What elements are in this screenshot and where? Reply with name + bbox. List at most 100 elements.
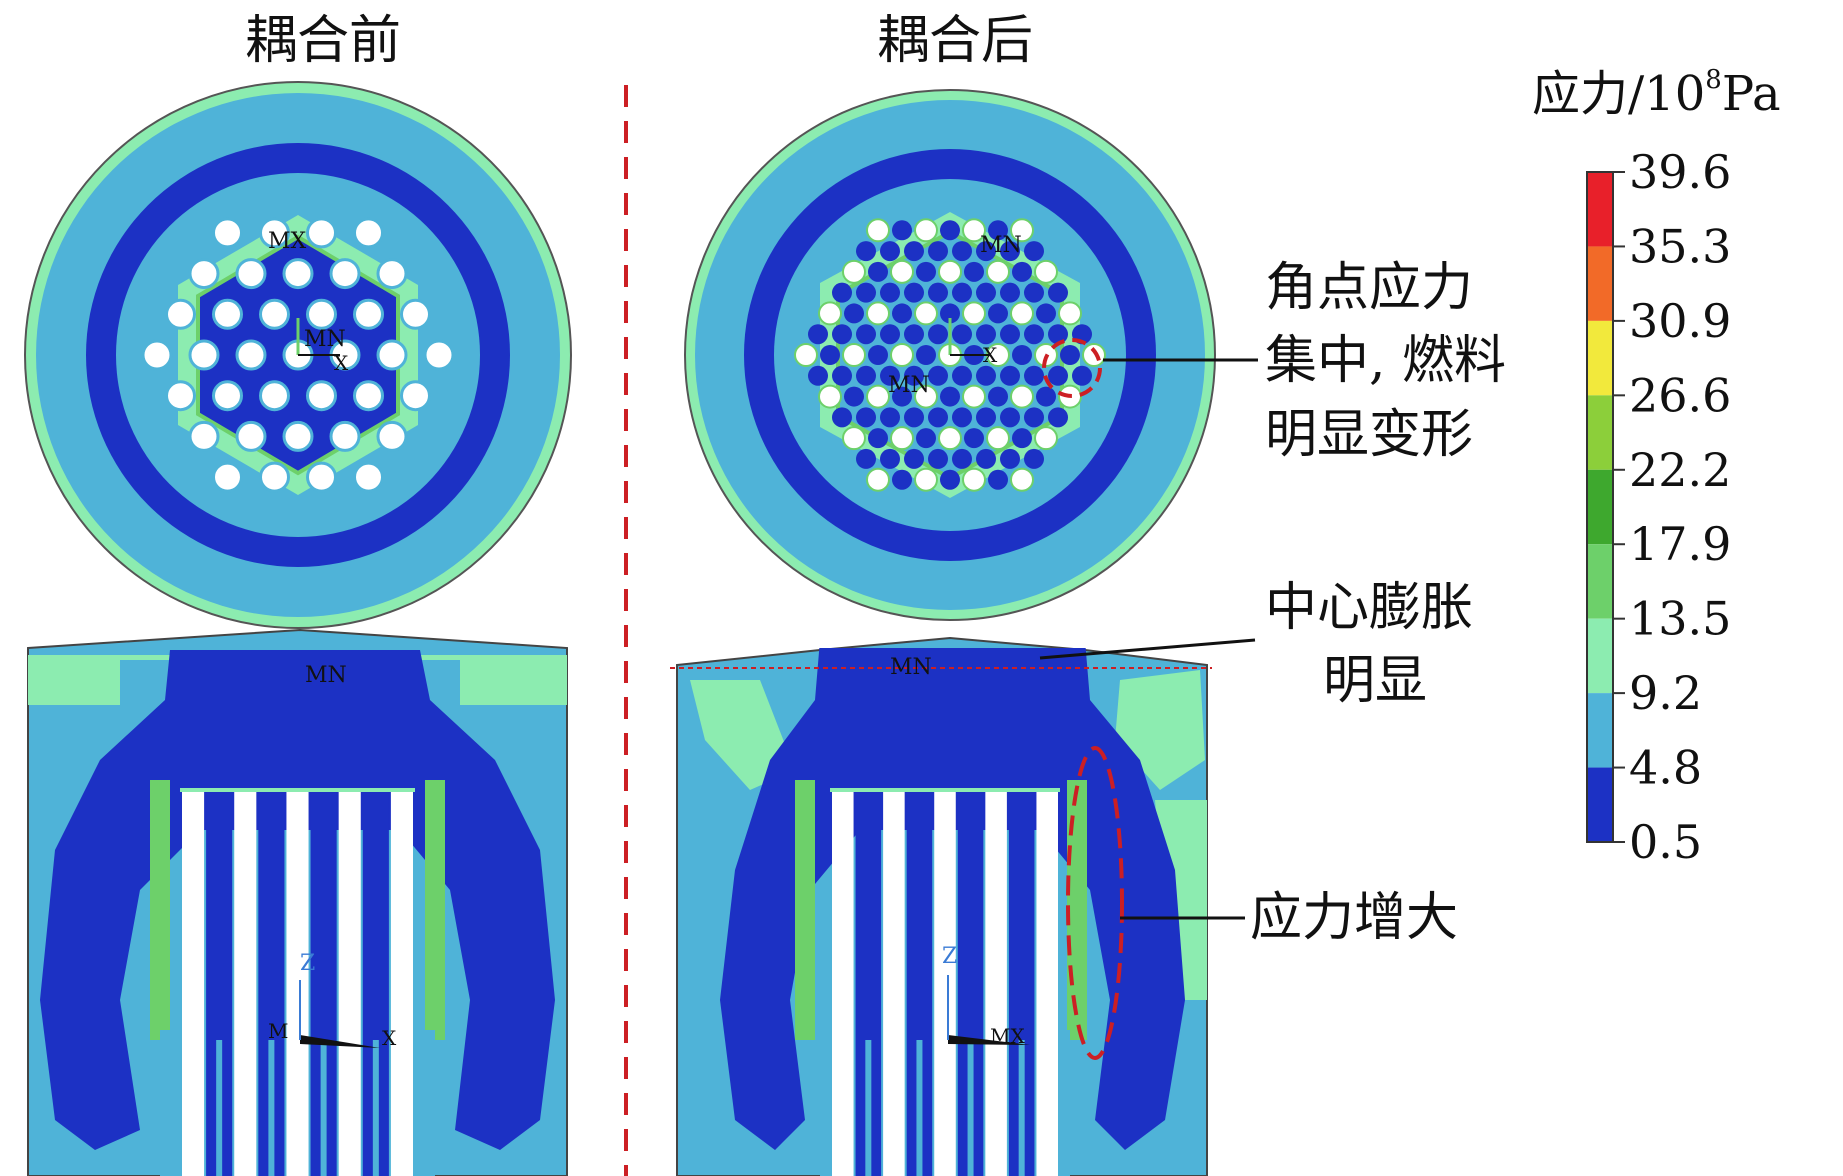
fuel-hole — [259, 461, 290, 493]
legend-tick-label: 26.6 — [1629, 368, 1731, 422]
coolant-channel — [952, 407, 972, 428]
fuel-hole — [188, 339, 220, 371]
annotation-corner-line-3: 明显变形 — [1265, 405, 1473, 465]
fuel-hole — [259, 298, 290, 330]
fuel-hole — [282, 420, 314, 452]
coolant-channel — [832, 365, 852, 386]
fuel-rod — [286, 790, 309, 1176]
coolant-channel — [976, 282, 996, 303]
marker-x-after: X — [983, 343, 998, 367]
coolant-channel — [1048, 365, 1068, 386]
rod-gap-center — [268, 1040, 275, 1176]
marker-z-after: Z — [942, 944, 957, 969]
fuel-hole — [259, 380, 290, 412]
fuel-hole — [306, 298, 337, 330]
fuel-hole — [329, 420, 361, 452]
fuel-rod — [234, 790, 257, 1176]
title-before-coupling: 耦合前 — [245, 11, 401, 71]
fuel-hole — [306, 380, 337, 412]
annotation-center-line-1: 中心膨胀 — [1265, 578, 1473, 638]
coolant-channel — [964, 428, 984, 449]
marker-x-before: X — [334, 351, 349, 375]
fuel-hole — [188, 258, 220, 290]
fuel-hole — [353, 217, 384, 249]
fuel-hole — [938, 259, 962, 284]
fuel-rod — [182, 790, 205, 1176]
axis-triad-before — [299, 980, 380, 1048]
fuel-hole — [1034, 426, 1058, 451]
fuel-hole — [306, 217, 337, 249]
fuel-hole — [212, 217, 243, 249]
coolant-channel — [820, 345, 840, 365]
legend-tick-labels: 39.635.330.926.622.217.913.59.24.80.5 — [1629, 145, 1731, 869]
fuel-hole — [329, 258, 361, 290]
coolant-channel — [880, 407, 900, 428]
fuel-hole — [212, 298, 243, 330]
legend-color-segment — [1587, 767, 1613, 842]
coolant-channel — [976, 448, 996, 469]
coolant-channel — [1024, 241, 1044, 262]
fuel-hole — [353, 461, 384, 493]
fuel-holes-before — [141, 217, 455, 493]
legend-color-segment — [1587, 469, 1613, 545]
fuel-hole — [1034, 259, 1058, 284]
fuel-hole — [353, 298, 384, 330]
coolant-channel — [868, 261, 888, 282]
fuel-rod — [832, 790, 854, 1176]
fuel-hole — [400, 298, 431, 330]
fuel-rod — [883, 790, 905, 1176]
coolant-channel — [928, 365, 948, 386]
coolant-channel — [904, 365, 924, 386]
coolant-channel — [1048, 407, 1068, 428]
corner-stress-circle — [1042, 338, 1102, 398]
fuel-hole — [376, 420, 408, 452]
fuel-hole — [818, 301, 842, 326]
legend-color-segment — [1587, 246, 1613, 321]
coolant-channel — [1036, 386, 1056, 407]
coolant-channel — [856, 365, 876, 386]
coolant-channel — [940, 220, 960, 241]
coolant-channel — [1048, 324, 1068, 345]
fuel-rods-before — [180, 788, 415, 1176]
fuel-hole — [890, 343, 914, 367]
legend-color-segment — [1587, 693, 1613, 768]
coolant-channel — [988, 303, 1008, 324]
coolant-channel — [904, 407, 924, 428]
coolant-channel — [928, 324, 948, 345]
coolant-channel — [1000, 282, 1020, 303]
fuel-hole — [914, 301, 938, 326]
coolant-channel — [880, 282, 900, 303]
coolant-channel — [1012, 345, 1032, 365]
legend-color-segment — [1587, 544, 1613, 619]
coolant-channel — [1024, 324, 1044, 345]
fuel-hole — [353, 380, 384, 412]
coolant-channel — [916, 261, 936, 282]
coolant-channel — [832, 324, 852, 345]
annotation-stress-increase: 应力增大 — [1250, 888, 1458, 948]
coolant-channel — [892, 303, 912, 324]
coolant-channel — [1024, 365, 1044, 386]
marker-mn-bottom-before: MN — [305, 663, 347, 688]
fuel-hole — [914, 218, 938, 243]
fuel-hole — [986, 259, 1010, 284]
fuel-hole — [842, 426, 866, 451]
coolant-channel — [832, 282, 852, 303]
legend-tick-label: 35.3 — [1629, 219, 1731, 273]
coolant-channel — [952, 282, 972, 303]
coolant-channel — [952, 241, 972, 262]
coolant-channel — [844, 386, 864, 407]
fuel-hole — [890, 259, 914, 284]
coolant-channel — [1012, 428, 1032, 449]
legend-tick-label: 13.5 — [1629, 592, 1731, 646]
fuel-hole — [235, 258, 267, 290]
fuel-hole — [1058, 301, 1082, 326]
longitudinal-section-after — [670, 636, 1212, 1176]
marker-mx-before: MX — [268, 229, 307, 254]
fuel-hole — [306, 461, 337, 493]
coolant-channel — [952, 448, 972, 469]
coolant-channel — [1000, 407, 1020, 428]
coolant-channel — [880, 365, 900, 386]
marker-mn-after-mid: MN — [888, 373, 930, 398]
marker-z-before: Z — [300, 951, 315, 976]
coolant-channel — [964, 261, 984, 282]
